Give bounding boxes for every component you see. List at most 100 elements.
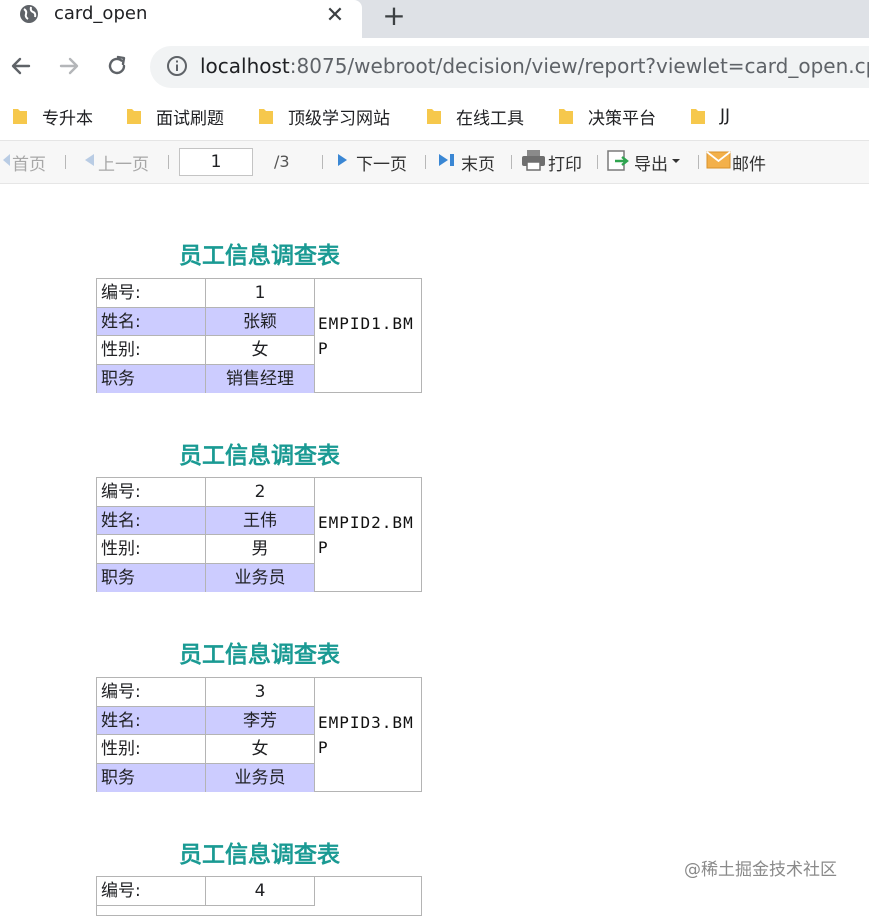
last-page-button[interactable]: 末页	[437, 150, 495, 175]
toolbar-divider	[425, 155, 426, 169]
card-title: 员工信息调查表	[179, 842, 340, 868]
folder-icon	[126, 107, 142, 125]
name-value: 李芳	[206, 706, 315, 735]
photo-filename: EMPID2.BMP	[318, 513, 414, 557]
plus-icon[interactable]: +	[382, 0, 406, 32]
folder-icon	[12, 107, 28, 125]
printer-icon	[520, 149, 548, 176]
bookmark-item[interactable]: 专升本	[12, 104, 93, 129]
id-value: 2	[206, 478, 315, 507]
url-host: localhost	[200, 54, 290, 78]
url-path: :8075/webroot/decision/view/report?viewl…	[289, 54, 869, 78]
bookmark-label: 顶级学习网站	[288, 108, 390, 129]
folder-icon	[426, 107, 442, 125]
gender-label: 性别:	[97, 336, 206, 365]
gender-value: 女	[206, 336, 315, 365]
prev-page-label: 上一页	[98, 154, 149, 175]
id-label: 编号:	[97, 279, 206, 308]
folder-icon	[558, 107, 574, 125]
first-page-icon	[0, 152, 12, 173]
browser-tab[interactable]: card_open ✕	[0, 0, 362, 38]
export-label: 导出	[634, 154, 668, 175]
bookmark-label: 决策平台	[588, 108, 656, 129]
toolbar-divider	[511, 155, 512, 169]
back-arrow-icon[interactable]	[4, 49, 38, 83]
bookmark-item[interactable]: 决策平台	[558, 104, 656, 129]
folder-icon	[690, 107, 706, 125]
close-icon[interactable]: ✕	[325, 2, 345, 28]
id-value: 3	[206, 678, 315, 707]
next-page-label: 下一页	[356, 154, 407, 175]
card-title: 员工信息调查表	[179, 443, 340, 469]
print-button[interactable]: 打印	[520, 149, 582, 176]
employee-card: 编号: 3 姓名: 李芳 性别: 女 职务 业务员 EMPID3.BMP	[96, 677, 422, 792]
id-value: 4	[206, 877, 315, 906]
last-page-icon	[437, 152, 461, 173]
address-bar[interactable]	[150, 46, 869, 88]
bookmark-label: 面试刷题	[156, 108, 224, 129]
photo-filename: EMPID1.BMP	[318, 314, 414, 358]
gender-label: 性别:	[97, 535, 206, 564]
card-title: 员工信息调查表	[179, 243, 340, 269]
position-value: 业务员	[206, 763, 315, 792]
name-value: 王伟	[206, 506, 315, 535]
folder-icon	[258, 107, 274, 125]
name-label: 姓名:	[97, 307, 206, 336]
position-value: 销售经理	[206, 364, 315, 393]
gender-label: 性别:	[97, 735, 206, 764]
toolbar-divider	[698, 155, 699, 169]
card-title: 员工信息调查表	[179, 642, 340, 668]
prev-page-icon	[80, 152, 98, 173]
mail-icon	[706, 150, 732, 175]
page-total: /3	[274, 152, 290, 171]
toolbar-divider	[65, 155, 66, 169]
dropdown-caret-icon	[668, 152, 684, 172]
reload-icon[interactable]	[100, 49, 134, 83]
toolbar-divider	[168, 155, 169, 169]
bookmark-item[interactable]: 面试刷题	[126, 104, 224, 129]
export-button[interactable]: 导出	[606, 149, 684, 176]
gender-value: 男	[206, 535, 315, 564]
toolbar-divider	[597, 155, 598, 169]
next-page-button[interactable]: 下一页	[334, 150, 407, 175]
name-value: 张颖	[206, 307, 315, 336]
gender-value: 女	[206, 735, 315, 764]
position-label: 职务	[97, 563, 206, 592]
first-page-button[interactable]: 首页	[0, 150, 46, 175]
info-icon[interactable]	[166, 55, 188, 77]
forward-arrow-icon[interactable]	[52, 49, 86, 83]
name-label: 姓名:	[97, 706, 206, 735]
print-label: 打印	[548, 154, 582, 175]
position-value: 业务员	[206, 563, 315, 592]
bookmark-item[interactable]: JJ	[690, 104, 730, 128]
bookmark-label: 在线工具	[456, 108, 524, 129]
toolbar-divider	[322, 155, 323, 169]
globe-icon	[18, 3, 40, 25]
id-label: 编号:	[97, 678, 206, 707]
employee-card: 编号: 4	[96, 876, 422, 916]
photo-filename: EMPID3.BMP	[318, 713, 414, 757]
id-value: 1	[206, 279, 315, 308]
page-number-input[interactable]	[179, 148, 253, 176]
mail-label: 邮件	[732, 154, 766, 175]
bookmark-label: JJ	[720, 106, 731, 126]
tab-title: card_open	[54, 3, 148, 24]
export-icon	[606, 149, 634, 176]
bookmark-label: 专升本	[42, 108, 93, 129]
watermark: @稀土掘金技术社区	[684, 860, 837, 880]
url-text[interactable]: localhost:8075/webroot/decision/view/rep…	[200, 54, 869, 78]
first-page-label: 首页	[12, 154, 46, 175]
next-page-icon	[334, 152, 356, 173]
employee-card: 编号: 2 姓名: 王伟 性别: 男 职务 业务员 EMPID2.BMP	[96, 477, 422, 592]
id-label: 编号:	[97, 877, 206, 906]
id-label: 编号:	[97, 478, 206, 507]
prev-page-button[interactable]: 上一页	[80, 150, 149, 175]
bookmark-item[interactable]: 顶级学习网站	[258, 104, 390, 129]
position-label: 职务	[97, 364, 206, 393]
name-label: 姓名:	[97, 506, 206, 535]
last-page-label: 末页	[461, 154, 495, 175]
bookmark-item[interactable]: 在线工具	[426, 104, 524, 129]
mail-button[interactable]: 邮件	[706, 150, 766, 175]
employee-card: 编号: 1 姓名: 张颖 性别: 女 职务 销售经理 EMPID1.BMP	[96, 278, 422, 393]
position-label: 职务	[97, 763, 206, 792]
